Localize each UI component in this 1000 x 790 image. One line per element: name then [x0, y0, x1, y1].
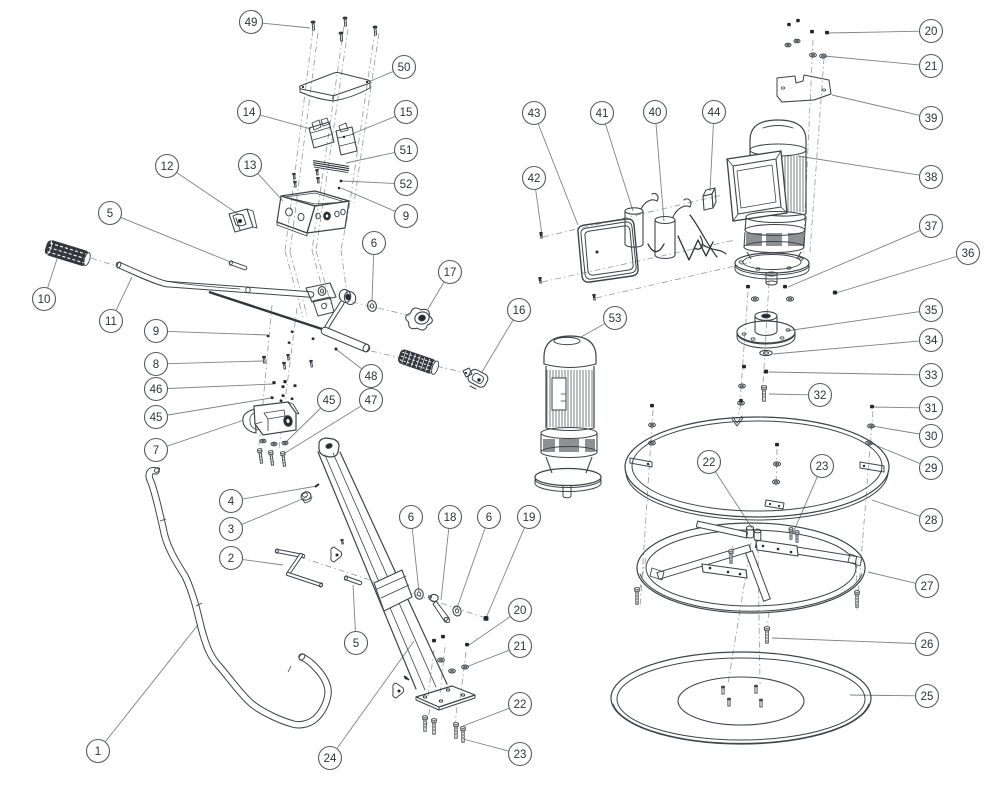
- svg-text:5: 5: [107, 208, 113, 220]
- svg-text:4: 4: [228, 496, 235, 508]
- svg-text:6: 6: [371, 238, 377, 250]
- svg-text:28: 28: [925, 515, 938, 527]
- svg-text:15: 15: [400, 107, 413, 119]
- svg-text:16: 16: [513, 305, 526, 317]
- svg-text:12: 12: [161, 161, 174, 173]
- svg-text:45: 45: [150, 412, 163, 424]
- svg-text:13: 13: [244, 160, 257, 172]
- svg-text:7: 7: [153, 445, 159, 457]
- svg-text:29: 29: [925, 463, 938, 475]
- svg-text:22: 22: [514, 699, 527, 711]
- svg-text:48: 48: [365, 371, 378, 383]
- svg-text:19: 19: [523, 512, 536, 524]
- svg-text:23: 23: [816, 461, 829, 473]
- svg-text:18: 18: [444, 512, 457, 524]
- svg-text:17: 17: [444, 267, 457, 279]
- svg-text:51: 51: [400, 145, 413, 157]
- svg-text:20: 20: [514, 605, 527, 617]
- svg-text:10: 10: [38, 294, 51, 306]
- svg-text:21: 21: [514, 641, 527, 653]
- svg-text:34: 34: [925, 335, 938, 347]
- svg-text:2: 2: [228, 553, 234, 565]
- svg-text:53: 53: [609, 313, 622, 325]
- svg-text:26: 26: [921, 639, 934, 651]
- svg-text:40: 40: [649, 107, 662, 119]
- svg-text:8: 8: [153, 359, 159, 371]
- svg-text:27: 27: [921, 581, 934, 593]
- svg-text:49: 49: [245, 17, 258, 29]
- svg-text:5: 5: [353, 638, 359, 650]
- svg-text:11: 11: [105, 316, 117, 328]
- svg-text:9: 9: [403, 211, 409, 223]
- svg-text:25: 25: [921, 691, 934, 703]
- svg-text:52: 52: [400, 179, 413, 191]
- svg-text:46: 46: [150, 384, 163, 396]
- svg-text:38: 38: [925, 172, 938, 184]
- svg-text:50: 50: [398, 62, 411, 74]
- svg-text:24: 24: [324, 753, 337, 765]
- svg-text:42: 42: [528, 173, 541, 185]
- svg-text:6: 6: [486, 512, 492, 524]
- svg-text:6: 6: [408, 512, 414, 524]
- svg-text:22: 22: [703, 457, 716, 469]
- svg-text:23: 23: [514, 749, 527, 761]
- svg-text:45: 45: [323, 395, 336, 407]
- svg-text:44: 44: [708, 107, 721, 119]
- svg-text:33: 33: [925, 370, 938, 382]
- svg-text:32: 32: [814, 390, 827, 402]
- svg-text:41: 41: [596, 108, 609, 120]
- svg-text:31: 31: [925, 403, 938, 415]
- svg-text:20: 20: [925, 26, 938, 38]
- svg-text:14: 14: [243, 107, 256, 119]
- svg-text:3: 3: [228, 524, 234, 536]
- svg-text:30: 30: [925, 431, 938, 443]
- svg-text:43: 43: [528, 108, 541, 120]
- svg-text:9: 9: [153, 326, 159, 338]
- svg-text:1: 1: [95, 746, 101, 758]
- svg-text:37: 37: [925, 221, 938, 233]
- svg-text:36: 36: [962, 248, 975, 260]
- svg-text:39: 39: [925, 113, 938, 125]
- svg-text:47: 47: [365, 395, 378, 407]
- svg-text:35: 35: [925, 305, 938, 317]
- svg-text:21: 21: [925, 61, 938, 73]
